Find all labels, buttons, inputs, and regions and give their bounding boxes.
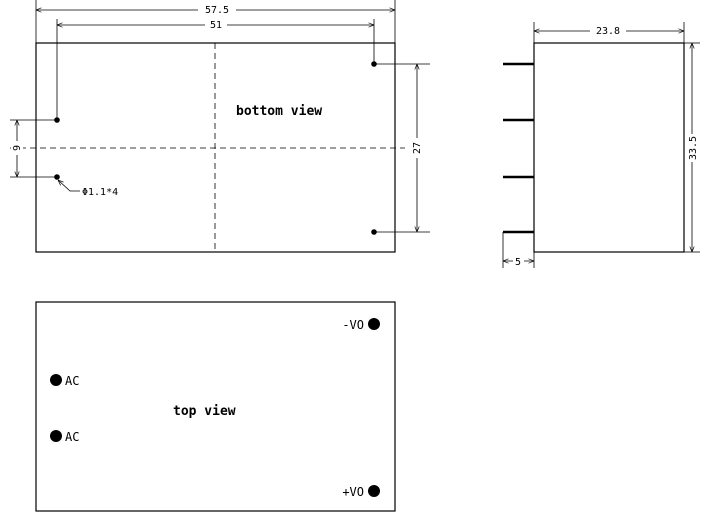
- dim-label-left-spacing: 9: [12, 145, 23, 151]
- dim-label-length-pins: 51: [210, 20, 222, 31]
- hole-note: Φ1.1*4: [82, 187, 118, 198]
- top-view: -VO +VO AC AC top view: [35, 301, 396, 512]
- side-view: 23.8 33.5 5: [502, 22, 700, 268]
- top-view-outline: [35, 301, 396, 512]
- dim-label-width: 23.8: [596, 26, 620, 37]
- pin-dot-minus-vo: [368, 318, 380, 330]
- pin-label-minus-vo: -VO: [342, 318, 364, 332]
- pin-dot-plus-vo: [368, 485, 380, 497]
- pin-label-ac-2: AC: [65, 430, 79, 444]
- pin-dot-ac-1: [50, 374, 62, 386]
- bottom-view: 57.5 51 27 9 Φ1.1*4 bottom view: [10, 0, 430, 253]
- dim-label-pin-length: 5: [515, 257, 521, 268]
- dim-label-length-outer: 57.5: [205, 5, 229, 16]
- bottom-view-outline: [35, 42, 396, 253]
- side-view-outline: [533, 42, 685, 253]
- top-view-title: top view: [173, 404, 236, 419]
- dim-label-height: 33.5: [688, 136, 699, 160]
- pin-label-ac-1: AC: [65, 374, 79, 388]
- dim-label-height-pins: 27: [412, 142, 423, 154]
- bottom-view-title: bottom view: [236, 104, 322, 119]
- pin-dot-ac-2: [50, 430, 62, 442]
- hole-note-leader: [58, 180, 80, 192]
- pin-label-plus-vo: +VO: [342, 485, 364, 499]
